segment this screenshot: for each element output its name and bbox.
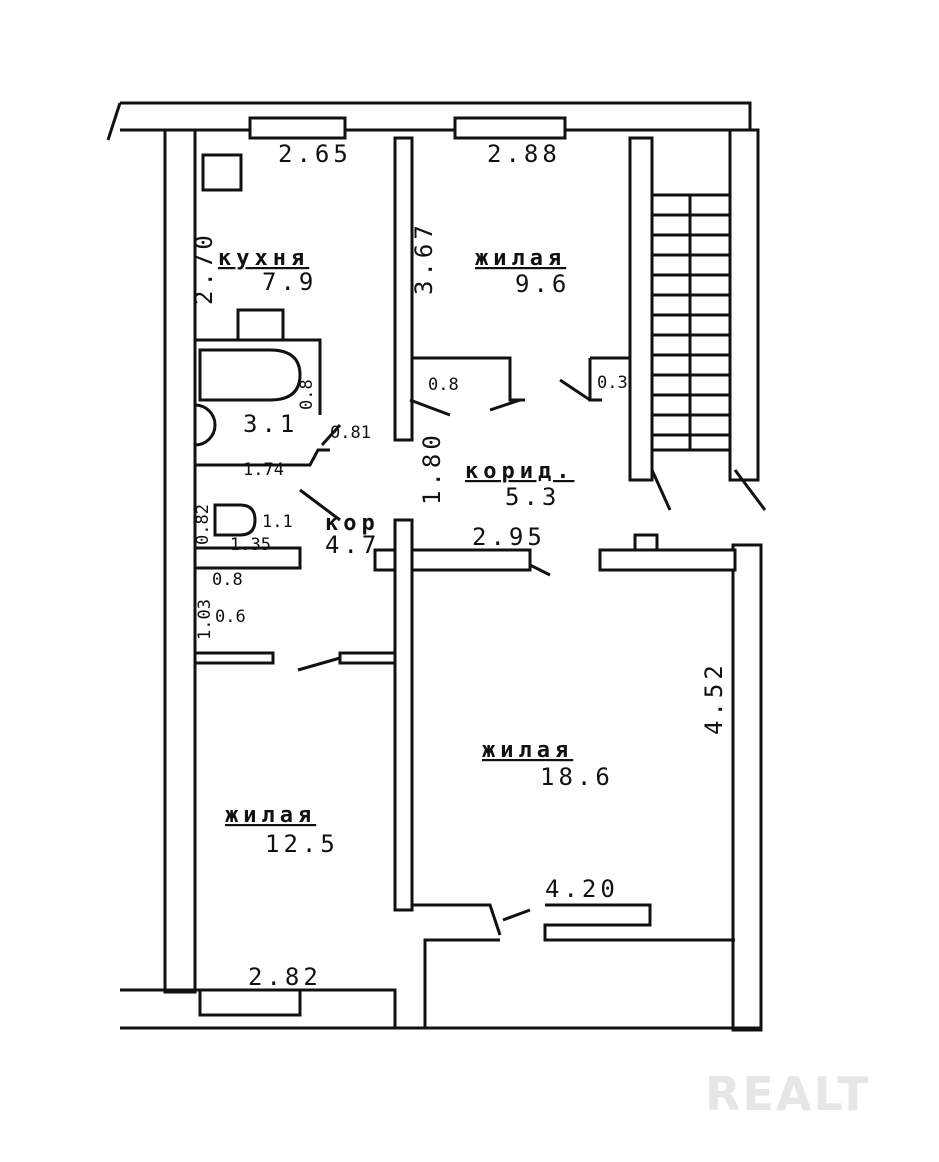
room-living-large-area: 18.6 — [540, 763, 614, 791]
dim-left-width: 2.82 — [248, 963, 322, 991]
dim-kitchen-width: 2.65 — [278, 140, 352, 168]
room-corridor-small-area: 4.7 — [325, 531, 380, 559]
room-kitchen-name: кухня — [218, 246, 309, 271]
dim-bath-door: 0.8 — [297, 379, 317, 410]
dim-door-03: 0.3 — [597, 373, 628, 393]
bathtub-icon — [198, 348, 302, 402]
corridor-wall-left — [373, 548, 532, 572]
dim-wc-door: 1.1 — [262, 512, 293, 532]
dim-bath-length: 3.1 — [243, 410, 298, 438]
room-corridor-area: 5.3 — [505, 483, 560, 511]
balcony-door-wall — [412, 903, 735, 942]
right-wall-top — [728, 128, 760, 482]
dim-corridor-depth: 1.80 — [418, 431, 446, 505]
vent — [633, 533, 659, 552]
stair-steps — [652, 195, 730, 450]
dim-door-08: 0.8 — [428, 375, 459, 395]
right-wall-bottom — [731, 543, 763, 1032]
dim-large-width: 4.20 — [545, 875, 619, 903]
room-living-left-area: 12.5 — [265, 830, 339, 858]
room-living-top-area: 9.6 — [515, 270, 570, 298]
dim-bath-door2: 0.81 — [330, 423, 371, 443]
stairs — [650, 193, 732, 452]
room-living-large-name: жилая — [482, 738, 573, 763]
watermark-logo: REALT — [705, 1067, 871, 1121]
window-kitchen — [248, 116, 347, 140]
dim-closet-width: 0.8 — [212, 570, 243, 590]
wc-wall — [193, 546, 302, 570]
window-bottom — [198, 988, 302, 1017]
fixtures — [193, 153, 302, 537]
sink-icon — [236, 308, 285, 342]
dim-top-room-width: 2.88 — [487, 140, 561, 168]
wall-living-divider — [393, 518, 414, 912]
corridor-wall-right — [598, 548, 737, 572]
closet-wall-2 — [338, 651, 397, 665]
labels: 2.65 2.88 2.70 кухня 7.9 3.67 жилая 9.6 … — [190, 140, 728, 991]
closet-wall — [193, 651, 275, 665]
wall-stair — [628, 136, 654, 482]
room-corridor-name: корид. — [465, 459, 574, 484]
stove-icon — [201, 153, 243, 192]
walls — [106, 101, 767, 1032]
dim-bath-width: 1.74 — [243, 460, 284, 480]
dim-wc-width: 1.35 — [230, 535, 271, 555]
dim-wc-depth: 0.82 — [193, 504, 213, 545]
room-corridor-small-name: кор — [325, 511, 380, 536]
dim-closet-depth: 1.03 — [195, 599, 215, 640]
toilet-icon — [213, 503, 257, 537]
window-top-room — [453, 116, 567, 140]
room-kitchen-area: 7.9 — [262, 268, 317, 296]
dim-closet-door: 0.6 — [215, 607, 246, 627]
dim-kitchen-depth: 2.70 — [190, 231, 218, 305]
room-living-left-name: жилая — [225, 803, 316, 828]
wall-kitchen-room — [393, 136, 414, 442]
room-living-top-name: жилая — [475, 246, 566, 271]
washbasin-icon — [193, 403, 217, 447]
dim-top-room-depth: 3.67 — [410, 221, 438, 295]
door-swings — [297, 378, 767, 922]
top-outer-wall — [106, 101, 752, 141]
dim-corridor-width: 2.95 — [472, 523, 546, 551]
dim-large-depth: 4.52 — [700, 661, 728, 735]
